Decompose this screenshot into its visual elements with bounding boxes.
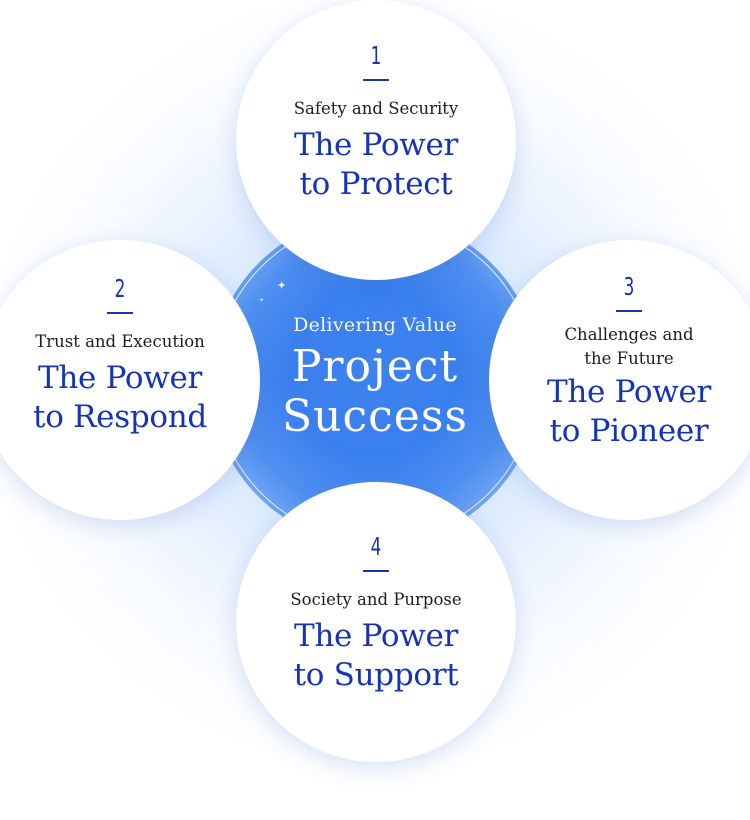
node-title-line2: to Support [293, 657, 459, 693]
node-title: The Power to Protect [236, 126, 516, 204]
node-title-line2: to Respond [33, 399, 207, 435]
node-divider [107, 312, 133, 314]
node-support: 4 Society and Purpose The Power to Suppo… [236, 482, 516, 762]
node-category-line2: the Future [584, 349, 674, 368]
node-category: Safety and Security [293, 99, 459, 118]
node-number: 4 [370, 532, 382, 561]
node-title-line1: The Power [37, 360, 203, 396]
node-pioneer: 3 Challenges and the Future The Power to… [489, 240, 750, 520]
node-title-line2: to Protect [299, 166, 453, 202]
node-divider [363, 570, 389, 572]
sparkle-small-icon: ✦ [259, 297, 265, 304]
node-title-line1: The Power [293, 127, 459, 163]
node-divider [363, 79, 389, 81]
node-number: 3 [623, 272, 635, 301]
node-category: Trust and Execution [35, 332, 205, 351]
sparkle-icon: ✦ [277, 279, 287, 292]
node-respond: 2 Trust and Execution The Power to Respo… [0, 240, 260, 520]
node-title-line1: The Power [293, 618, 459, 654]
node-number: 2 [114, 274, 126, 303]
node-category-line1: Challenges and [564, 325, 694, 344]
center-label: Delivering Value Project Success [225, 312, 525, 442]
node-number: 1 [370, 41, 382, 70]
node-title: The Power to Support [236, 617, 516, 695]
node-protect: 1 Safety and Security The Power to Prote… [236, 0, 516, 280]
node-category: Challenges and the Future [489, 323, 750, 371]
node-category: Society and Purpose [290, 590, 462, 609]
center-title-line1: Project [291, 341, 459, 392]
node-title-line1: The Power [546, 374, 712, 410]
center-title-line2: Success [282, 391, 468, 442]
center-subtitle: Delivering Value [293, 314, 457, 336]
node-title: The Power to Pioneer [489, 373, 750, 451]
center-title: Project Success [225, 342, 525, 442]
node-title-line2: to Pioneer [549, 413, 709, 449]
node-divider [616, 310, 642, 312]
node-title: The Power to Respond [0, 359, 260, 437]
